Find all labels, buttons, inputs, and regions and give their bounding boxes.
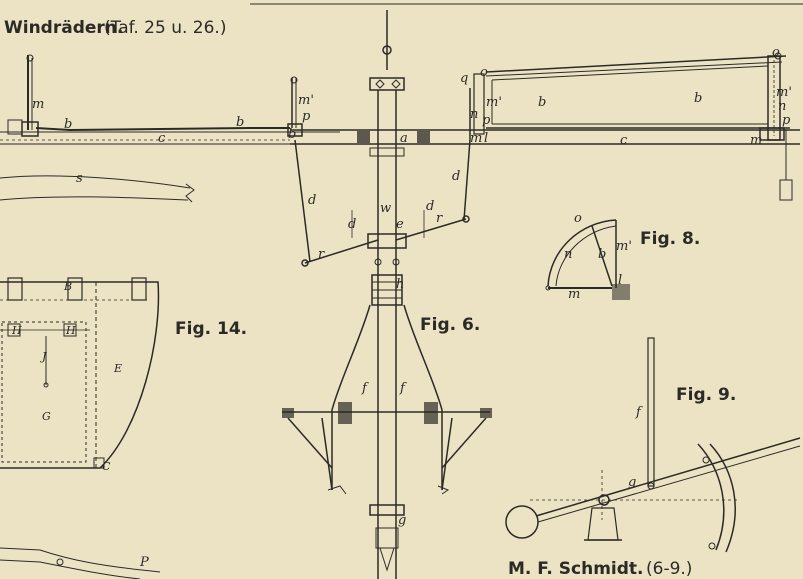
header-plate-reference: (Taf. 25 u. 26.) [104,18,226,38]
fig6-flared-tower [282,304,492,572]
label-d-inner-right: d [426,199,434,214]
label-C: C [102,460,111,473]
left-beam-assembly [0,54,340,145]
label-d-inner-left: d [348,217,356,232]
credit-figure-range: (6-9.) [646,559,692,579]
fig6-linkage [294,139,471,267]
label-E: E [113,362,122,375]
label-m-prime-sail: m' [486,95,502,110]
label-b-sail-left: b [538,95,546,110]
fig9-weighted-lever [505,337,801,553]
label-B: B [63,280,72,293]
label-n-sail: n [470,107,478,122]
label-o-right: o [772,45,780,60]
fig6-main-beam [290,129,800,145]
label-m-prime-right: m' [776,85,792,100]
label-b-post: b [288,127,296,142]
label-b-mid: b [236,115,244,130]
label-e: e [396,217,404,232]
label-d-left: d [308,193,316,208]
label-b-sail-right: b [694,91,702,106]
label-m-prime-left: m' [298,93,314,108]
label-h: h [396,277,404,292]
label-p-sail: p [482,113,491,128]
label-d-right: d [452,169,460,184]
label-n-right: n [778,99,786,114]
label-f-fig9: f [635,405,643,420]
label-p-right: p [782,113,791,128]
label-P: P [139,555,149,570]
fig9-title: Fig. 9. [676,385,736,405]
label-f-left: f [361,381,369,396]
fig8-title: Fig. 8. [640,229,700,249]
fig14-title: Fig. 14. [175,319,247,339]
fig6-title: Fig. 6. [420,315,480,335]
label-g-mast: g [398,513,406,528]
fig6-left-post [287,76,303,137]
header-title: Windrädern. [4,18,123,38]
label-s: s [76,171,83,186]
label-a: a [400,131,408,146]
sail-frame [469,52,793,201]
label-J: J [40,350,47,363]
credit-author: M. F. Schmidt. [508,559,644,579]
fig14-blade-plan [0,277,160,469]
label-o-fig8: o [574,211,582,226]
label-n-fig8: n [564,247,572,262]
label-c-right: c [620,133,628,148]
label-o-left: o [480,65,488,80]
label-w: w [380,201,391,216]
label-m-fig8: m [568,287,580,302]
label-g-fig9: g [628,475,636,490]
label-H-right: H [65,324,76,337]
label-m-right: m [750,133,762,148]
label-G: G [42,410,51,423]
bottom-left-lever [0,547,161,579]
fig6-mast [369,10,405,579]
label-r-right: r [436,211,443,226]
label-l-fig8: l [618,273,622,288]
label-b-left: b [64,117,72,132]
label-m-left: m [32,97,44,112]
label-f-right: f [399,381,407,396]
label-q: q [460,71,468,86]
label-r-left: r [318,247,325,262]
label-H-left: H [11,324,22,337]
fig14-profile-curve [0,175,195,203]
label-p-left: p [302,109,311,124]
label-m-prime-fig8: m' [616,239,632,254]
label-l-sail: l [484,131,488,146]
fig8-quadrant-mechanism [545,219,630,300]
label-c-left: c [158,131,166,146]
label-m-sail: m [470,131,482,146]
label-b-fig8: b [598,247,606,262]
